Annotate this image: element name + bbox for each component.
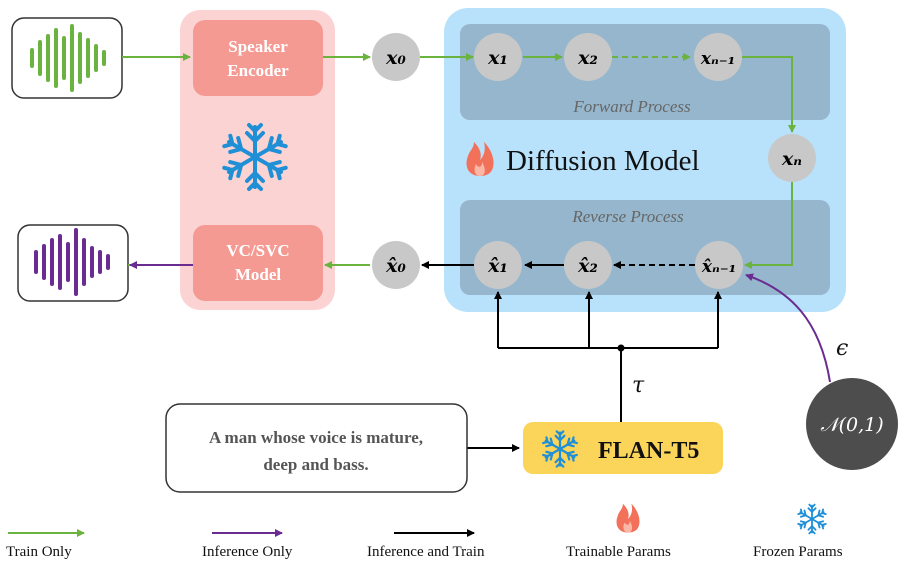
output-waveform — [17, 224, 129, 302]
node-xhatN-1-label: x̂ₙ₋₁ — [701, 257, 736, 277]
speaker-encoder-label-1: Speaker — [228, 37, 288, 56]
diffusion-model-title: Diffusion Model — [506, 145, 700, 177]
waveform-icon — [30, 24, 106, 92]
node-xhat0: x̂₀ — [372, 241, 420, 289]
legend-frozen-params: Frozen Params — [753, 544, 843, 560]
text-prompt-box: A man whose voice is mature, deep and ba… — [165, 403, 468, 493]
condition-junction — [617, 344, 625, 352]
node-x1: x₁ — [474, 33, 522, 81]
noise-label: 𝒩(0,1) — [820, 414, 883, 436]
noise-source: 𝒩(0,1) — [806, 378, 898, 470]
epsilon-label: ϵ — [836, 336, 848, 361]
tau-label: τ — [632, 373, 645, 398]
legend-trainable-params: Trainable Params — [566, 544, 671, 560]
arrow-xN-to-xhatN-1 — [744, 182, 793, 269]
waveform-icon — [34, 228, 110, 296]
node-xhat2-label: x̂₂ — [577, 255, 598, 277]
vc-model-label-2: Model — [235, 265, 282, 284]
node-xhat1: x̂₁ — [474, 241, 522, 289]
prompt-line-1: A man whose voice is mature, — [209, 428, 423, 447]
node-xN: xₙ — [768, 134, 816, 182]
node-x2-label: x₂ — [577, 47, 598, 69]
speaker-encoder-label-2: Encoder — [227, 61, 289, 80]
input-waveform — [11, 17, 123, 99]
legend-inference-only: Inference Only — [202, 544, 293, 560]
node-xN-label: xₙ — [781, 148, 802, 170]
node-xhat2: x̂₂ — [564, 241, 612, 289]
reverse-process-label: Reverse Process — [571, 207, 684, 226]
legend-inference-and-train: Inference and Train — [367, 544, 485, 560]
node-x0: x₀ — [372, 33, 420, 81]
node-xhatN-1: x̂ₙ₋₁ — [695, 241, 743, 289]
vc-model-label-1: VC/SVC — [226, 241, 289, 260]
node-xN-1-label: xₙ₋₁ — [700, 49, 735, 69]
node-xN-1: xₙ₋₁ — [694, 33, 742, 81]
snowflake-icon — [798, 505, 827, 534]
node-x0-label: x₀ — [385, 47, 406, 69]
node-x1-label: x₁ — [487, 47, 508, 69]
forward-process-label: Forward Process — [572, 97, 691, 116]
flame-icon — [616, 503, 640, 533]
flan-t5-box: FLAN-T5 — [523, 422, 723, 474]
arrow-xN-1-to-xN — [742, 56, 796, 133]
arrow-noise-to-xhatN-1 — [745, 273, 831, 383]
node-x2: x₂ — [564, 33, 612, 81]
prompt-line-2: deep and bass. — [263, 455, 368, 474]
node-xhat1-label: x̂₁ — [487, 255, 508, 277]
node-xhat0-label: x̂₀ — [385, 255, 406, 277]
vc-model-box — [193, 225, 323, 301]
flan-t5-label: FLAN-T5 — [598, 438, 699, 464]
output-waveform-frame — [17, 224, 129, 302]
speaker-encoder-box — [193, 20, 323, 96]
legend-train-only: Train Only — [6, 544, 72, 560]
legend: Train Only Inference Only Inference and … — [6, 504, 843, 560]
